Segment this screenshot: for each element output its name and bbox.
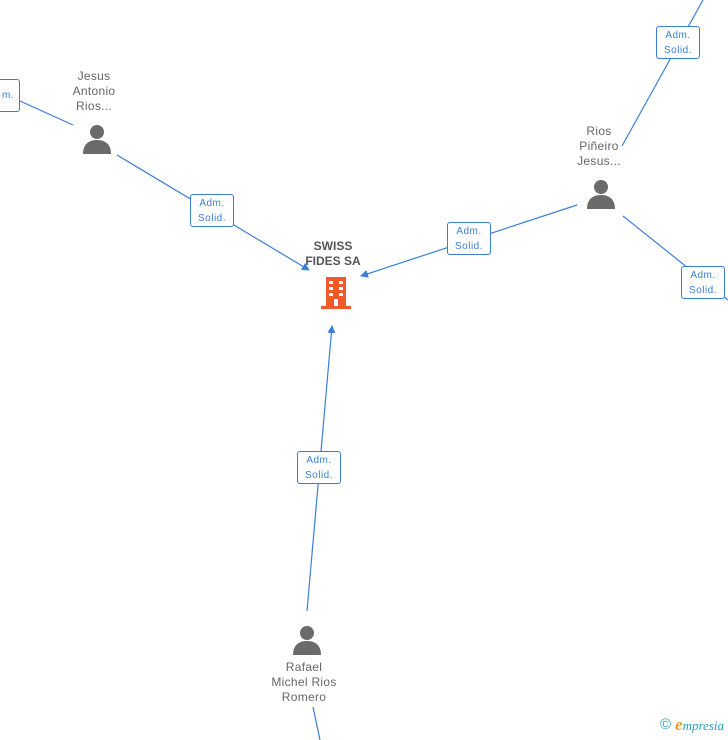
brand-footer: © empresia bbox=[659, 715, 724, 734]
building-icon[interactable] bbox=[319, 275, 353, 311]
edge-rios-to-offscreen-top bbox=[621, 0, 704, 147]
relationship-tag[interactable]: Adm. Solid. bbox=[297, 451, 341, 484]
relationship-tag[interactable]: Adm. Solid. bbox=[681, 266, 725, 299]
relationship-tag[interactable]: Adm. Solid. bbox=[656, 26, 700, 59]
relationship-tag-partial[interactable]: m. bbox=[0, 79, 20, 112]
person-icon-rafael[interactable] bbox=[292, 625, 322, 655]
relationship-tag[interactable]: Adm. Solid. bbox=[190, 194, 234, 227]
relationship-tag[interactable]: Adm. Solid. bbox=[447, 222, 491, 255]
company-name-line2: FIDES SA bbox=[305, 254, 361, 268]
edge-rafael-to-offscreen-bottom bbox=[312, 706, 321, 740]
person-label-rafael[interactable]: Rafael Michel Rios Romero bbox=[271, 660, 337, 704]
person-label-jesus[interactable]: Jesus Antonio Rios... bbox=[72, 69, 116, 113]
copyright-icon: © bbox=[659, 716, 672, 733]
person-icon-jesus[interactable] bbox=[82, 124, 112, 154]
person-label-rios[interactable]: Rios Piñeiro Jesus... bbox=[577, 124, 621, 168]
company-name[interactable]: SWISS FIDES SA bbox=[293, 239, 373, 269]
brand-logo: empresia bbox=[675, 715, 724, 734]
company-name-line1: SWISS bbox=[313, 239, 353, 253]
person-icon-rios[interactable] bbox=[586, 179, 616, 209]
